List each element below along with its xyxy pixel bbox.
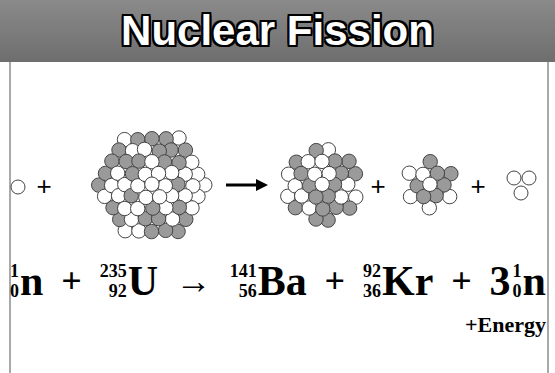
neutron [11, 180, 25, 194]
atomic-number: 0 [513, 281, 522, 301]
element-symbol: Ba [258, 258, 307, 304]
operator: + [325, 258, 346, 304]
title-text: Nuclear Fission [0, 0, 555, 62]
element-symbol: n [20, 258, 43, 304]
neutron [514, 186, 528, 200]
atomic-number: 92 [109, 281, 127, 301]
mass-number: 92 [363, 261, 381, 281]
nuclide: 10n [10, 258, 43, 304]
mass-number: 1 [513, 261, 522, 281]
nuclide: 23592U [100, 258, 158, 304]
mass-number: 141 [230, 261, 257, 281]
plus-sign: + [36, 173, 51, 199]
nucleon [334, 190, 348, 204]
nuclide-scripts: 9236 [363, 261, 381, 301]
element-symbol: U [128, 258, 158, 304]
equation: 10n+23592U→14156Ba+9236Kr+310n [10, 250, 546, 312]
mass-number: 235 [100, 261, 127, 281]
nucleon [165, 165, 179, 179]
nuclide-scripts: 10 [10, 261, 19, 301]
nuclide-scripts: 23592 [100, 261, 127, 301]
nuclei-group [11, 131, 536, 239]
operator: → [176, 258, 212, 304]
nuclide-scripts: 14156 [230, 261, 257, 301]
frame-line [548, 62, 549, 373]
nucleon [315, 177, 329, 191]
neutron [507, 171, 521, 185]
nucleon [294, 166, 308, 180]
plus-sign: + [370, 173, 385, 199]
nuclide: 9236Kr [363, 258, 433, 304]
nuclide-scripts: 10 [513, 261, 522, 301]
nucleon [152, 190, 166, 204]
nucleon [118, 201, 132, 215]
nucleon [402, 166, 416, 180]
reaction-arrowhead [256, 179, 268, 191]
nucleon [139, 190, 153, 204]
operator: + [451, 258, 472, 304]
mass-number: 1 [10, 261, 19, 281]
nucleon [423, 177, 437, 191]
energy-label: +Energy [465, 312, 546, 338]
nucleon [144, 224, 158, 238]
reaction-arrow [226, 184, 258, 187]
operator: + [61, 258, 82, 304]
nucleon [145, 177, 159, 191]
atomic-number: 36 [363, 281, 381, 301]
nuclide: 310n [490, 258, 546, 304]
frame-line [10, 62, 11, 373]
coefficient: 3 [490, 258, 511, 304]
plus-sign: + [470, 173, 485, 199]
atomic-number: 0 [10, 281, 19, 301]
nuclide: 14156Ba [230, 258, 307, 304]
neutron [522, 171, 536, 185]
element-symbol: Kr [382, 258, 433, 304]
nucleon [309, 190, 323, 204]
element-symbol: n [523, 258, 546, 304]
atomic-number: 56 [239, 281, 257, 301]
